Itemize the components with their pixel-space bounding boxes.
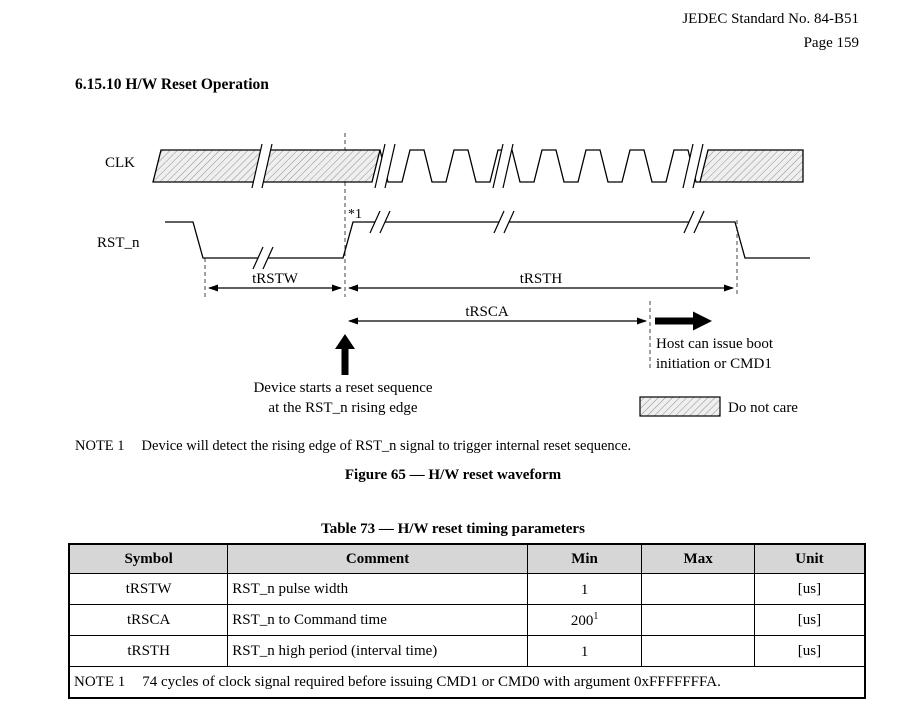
figure-note-label: NOTE 1 bbox=[75, 438, 125, 454]
cell-unit: [us] bbox=[753, 604, 866, 636]
section-heading: 6.15.10 H/W Reset Operation bbox=[75, 76, 269, 93]
table-row: tRSTW RST_n pulse width 1 [us] bbox=[68, 573, 866, 605]
trstw-label: tRSTW bbox=[252, 271, 299, 287]
table-note-label: NOTE 1 bbox=[74, 673, 126, 690]
trsca-label: tRSCA bbox=[465, 304, 509, 320]
cell-symbol: tRSTH bbox=[68, 635, 229, 667]
cell-max bbox=[641, 604, 755, 636]
edge-marker-label: *1 bbox=[348, 207, 362, 222]
cell-symbol: tRSTW bbox=[68, 573, 229, 605]
timing-parameters-table: Symbol Comment Min Max Unit tRSTW RST_n … bbox=[68, 543, 866, 699]
rst-break-marks bbox=[252, 210, 705, 270]
clk-signal-label: CLK bbox=[105, 155, 135, 171]
page-number: Page 159 bbox=[803, 35, 859, 51]
clk-break-marks bbox=[251, 143, 704, 189]
col-header-min: Min bbox=[526, 543, 643, 574]
cell-max bbox=[641, 635, 755, 667]
cell-comment: RST_n to Command time bbox=[227, 604, 528, 636]
clk-pulses bbox=[379, 149, 700, 183]
dashed-guide-lines bbox=[204, 133, 738, 371]
cell-unit: [us] bbox=[753, 573, 866, 605]
clk-dontcare-right bbox=[699, 149, 804, 183]
col-header-unit: Unit bbox=[753, 543, 866, 574]
do-not-care-label: Do not care bbox=[728, 400, 798, 416]
cell-comment: RST_n high period (interval time) bbox=[227, 635, 528, 667]
host-boot-arrow bbox=[655, 311, 712, 331]
table-header-row: Symbol Comment Min Max Unit bbox=[68, 543, 866, 574]
device-note-line1: Device starts a reset sequence bbox=[253, 380, 432, 396]
table-note-row: NOTE 1 74 cycles of clock signal required… bbox=[68, 666, 866, 699]
table-caption: Table 73 — H/W reset timing parameters bbox=[321, 521, 585, 537]
rst-signal-label: RST_n bbox=[97, 235, 140, 251]
table-row: tRSTH RST_n high period (interval time) … bbox=[68, 635, 866, 667]
table-note-text: 74 cycles of clock signal required befor… bbox=[142, 673, 721, 690]
host-note-line2: initiation or CMD1 bbox=[656, 356, 772, 372]
cell-min: 1 bbox=[526, 635, 643, 667]
figure-note-text: Device will detect the rising edge of RS… bbox=[141, 438, 632, 454]
clk-waveform bbox=[152, 149, 804, 183]
table-row: tRSCA RST_n to Command time 2001 [us] bbox=[68, 604, 866, 636]
col-header-max: Max bbox=[641, 543, 755, 574]
cell-unit: [us] bbox=[753, 635, 866, 667]
col-header-symbol: Symbol bbox=[68, 543, 229, 574]
device-note-line2: at the RST_n rising edge bbox=[268, 400, 417, 416]
col-header-comment: Comment bbox=[227, 543, 528, 574]
timing-arrows bbox=[208, 284, 734, 325]
figure-caption: Figure 65 — H/W reset waveform bbox=[344, 467, 562, 483]
host-note-line1: Host can issue boot bbox=[656, 336, 774, 352]
trsth-label: tRSTH bbox=[520, 271, 563, 287]
standard-number: JEDEC Standard No. 84-B51 bbox=[682, 11, 859, 27]
rising-edge-arrow bbox=[335, 334, 355, 375]
cell-comment: RST_n pulse width bbox=[227, 573, 528, 605]
do-not-care-swatch bbox=[639, 396, 721, 417]
cell-min: 1 bbox=[526, 573, 643, 605]
page-header: JEDEC Standard No. 84-B51 Page 159 bbox=[682, 7, 859, 55]
cell-min: 2001 bbox=[526, 604, 643, 636]
cell-symbol: tRSCA bbox=[68, 604, 229, 636]
table-note-cell: NOTE 1 74 cycles of clock signal required… bbox=[68, 666, 866, 699]
rst-waveform bbox=[165, 221, 810, 259]
figure-note: NOTE 1 Device will detect the rising edge… bbox=[75, 438, 631, 455]
cell-max bbox=[641, 573, 755, 605]
hw-reset-waveform-diagram: CLK RST_n bbox=[97, 133, 810, 417]
